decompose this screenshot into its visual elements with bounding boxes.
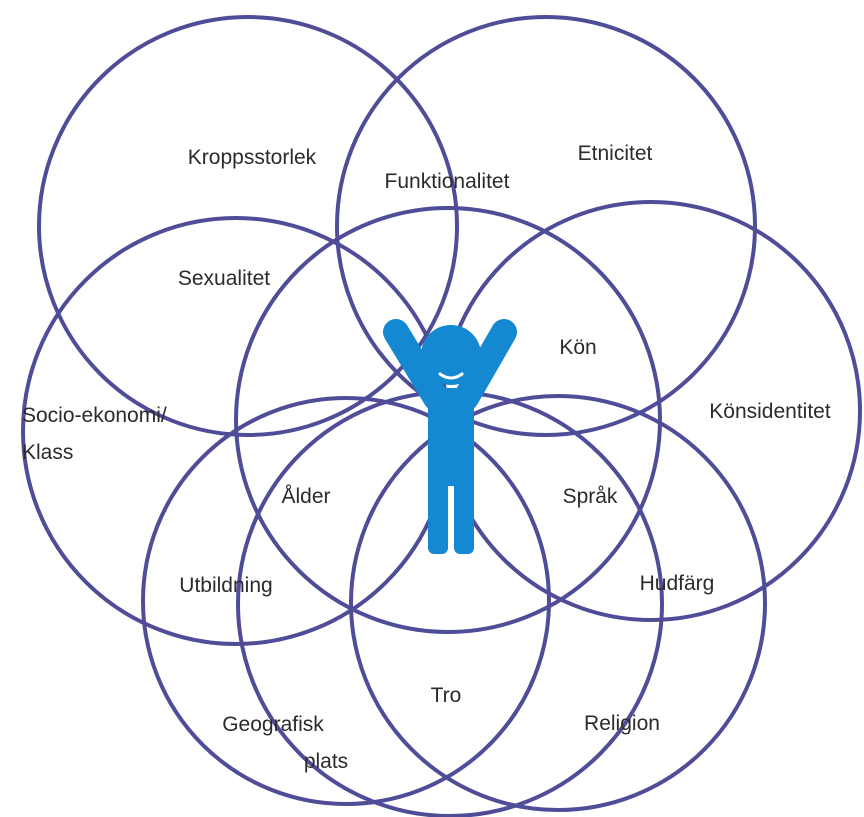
- person-right-arm: [453, 319, 517, 411]
- label-funktionalitet: Funktionalitet: [385, 170, 510, 193]
- ring-center-upper: [234, 206, 662, 634]
- ring-bottom-left: [141, 396, 551, 806]
- label-socio-ekonomi: Socio-ekonomi/: [22, 404, 167, 427]
- label-alder: Ålder: [281, 485, 330, 508]
- person-right-leg: [454, 470, 474, 554]
- label-kroppsstorlek: Kroppsstorlek: [188, 146, 317, 169]
- label-etnicitet: Etnicitet: [578, 142, 653, 165]
- label-tro: Tro: [431, 684, 462, 707]
- label-klass: Klass: [22, 441, 73, 464]
- person-torso: [428, 388, 474, 486]
- label-konsidentitet: Könsidentitet: [709, 400, 831, 423]
- label-geografisk: Geografisk: [222, 713, 324, 736]
- label-utbildning: Utbildning: [179, 574, 272, 597]
- ring-top-right: [335, 15, 757, 437]
- ring-top-left: [37, 15, 459, 437]
- label-religion: Religion: [584, 712, 660, 735]
- person-arms-raised-icon: [383, 319, 517, 554]
- person-smile: [438, 372, 464, 380]
- label-sexualitet: Sexualitet: [178, 267, 270, 290]
- label-plats: plats: [304, 750, 348, 773]
- label-hudfarg: Hudfärg: [640, 572, 715, 595]
- person-left-leg: [428, 470, 448, 554]
- person-head: [421, 325, 481, 385]
- label-kon: Kön: [559, 336, 596, 359]
- ring-bottom-right: [349, 394, 767, 812]
- person-left-arm: [383, 319, 449, 411]
- label-sprak: Språk: [563, 485, 618, 508]
